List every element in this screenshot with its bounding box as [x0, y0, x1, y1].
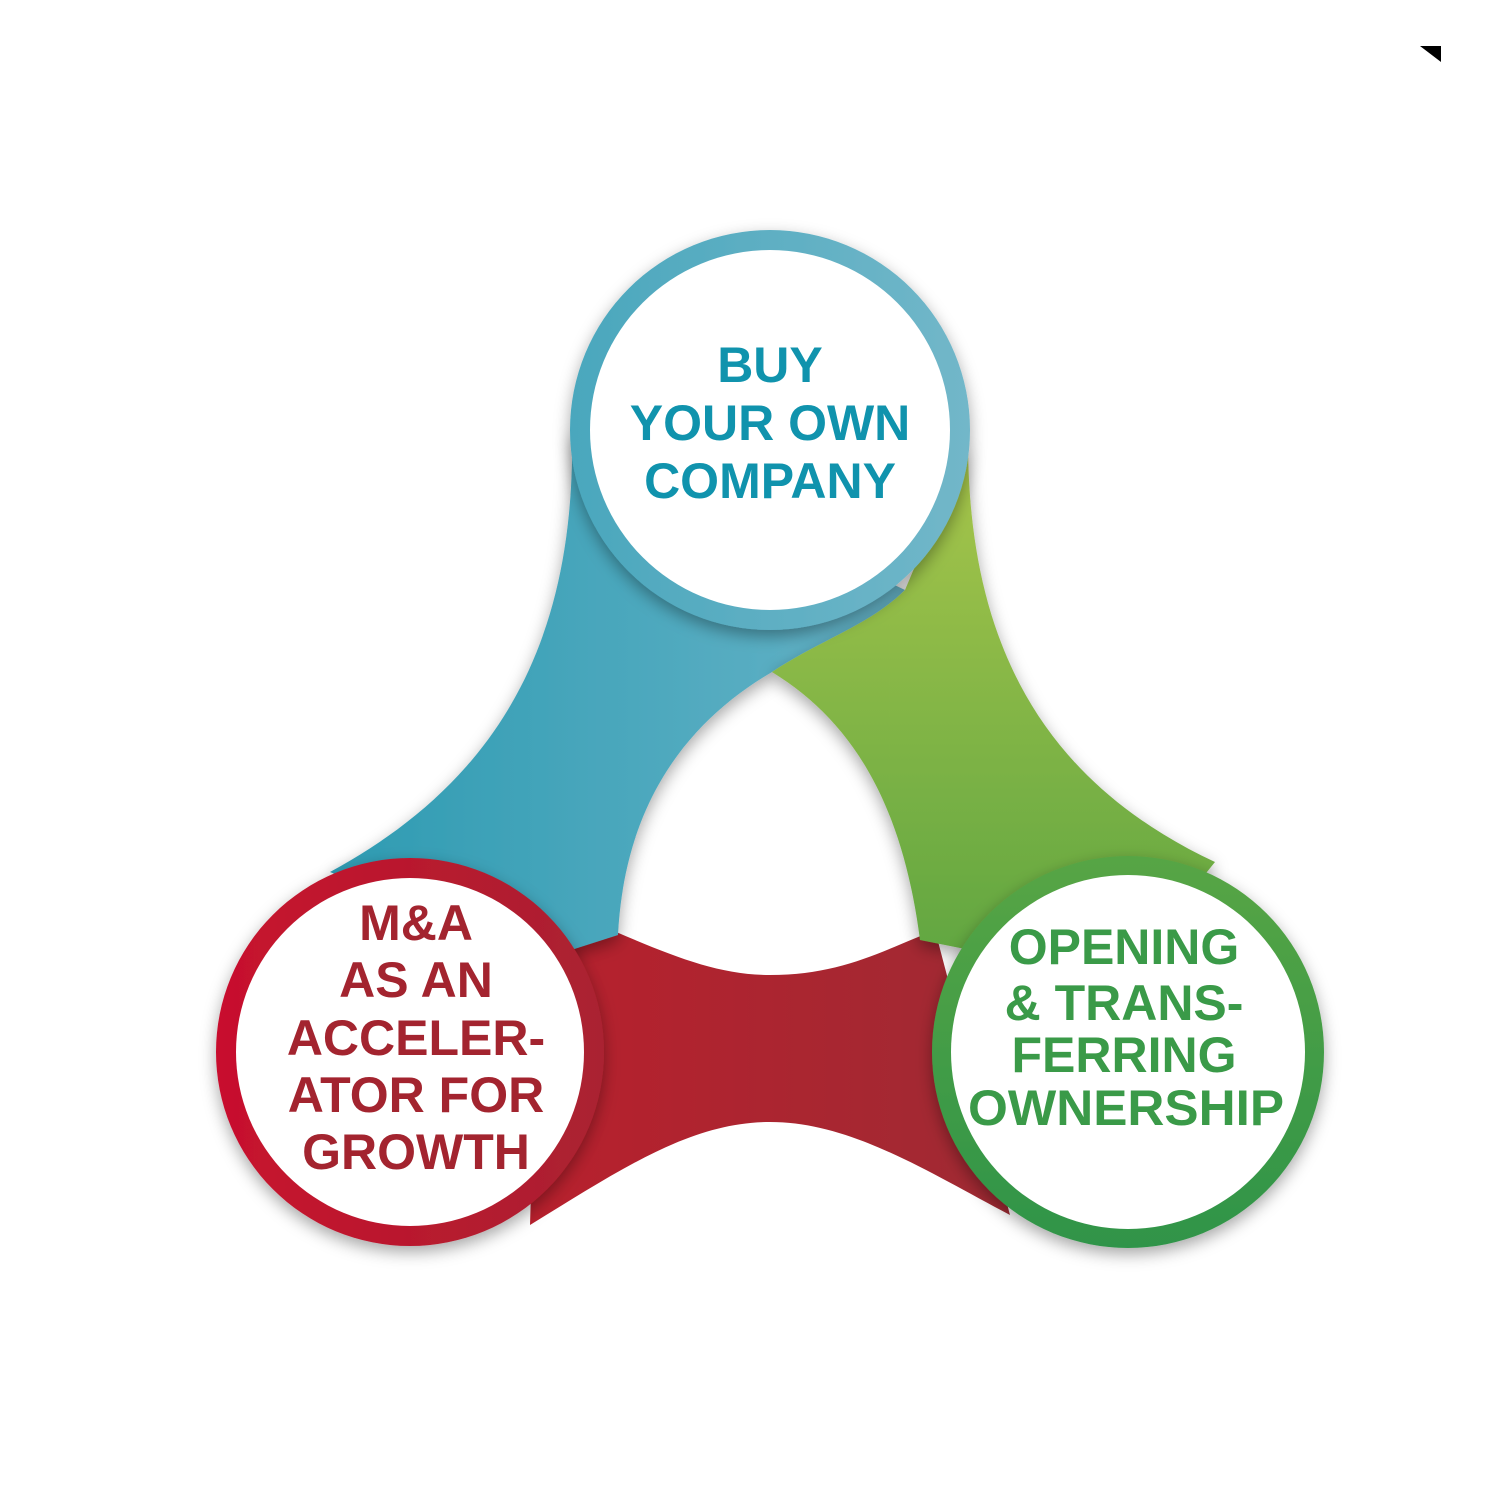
opening-line: OPENING — [1009, 919, 1240, 975]
mna-line: M&A — [359, 895, 473, 951]
node-buy-your-own-company — [570, 230, 970, 630]
opening-label: OPENING & TRANS- FERRING OWNERSHIP — [968, 919, 1284, 1136]
buy-label: BUY YOUR OWN COMPANY — [630, 337, 911, 509]
opening-line: & TRANS- — [1005, 975, 1244, 1031]
red-band — [530, 900, 1010, 1225]
opening-line: OWNERSHIP — [968, 1080, 1284, 1136]
buy-line: BUY — [717, 337, 823, 393]
node-opening-transferring — [932, 856, 1324, 1248]
corner-mark — [1420, 46, 1441, 62]
mna-label: M&A AS AN ACCELER- ATOR FOR GROWTH — [287, 895, 545, 1180]
node-mna-accelerator — [216, 858, 604, 1246]
buy-line: YOUR OWN — [630, 395, 911, 451]
buy-line: COMPANY — [644, 453, 896, 509]
opening-line: FERRING — [1012, 1027, 1237, 1083]
green-band — [772, 440, 1215, 980]
mna-line: AS AN — [339, 952, 493, 1008]
mna-line: ATOR FOR — [288, 1067, 544, 1123]
mna-line: GROWTH — [302, 1124, 530, 1180]
mna-line: ACCELER- — [287, 1010, 545, 1066]
